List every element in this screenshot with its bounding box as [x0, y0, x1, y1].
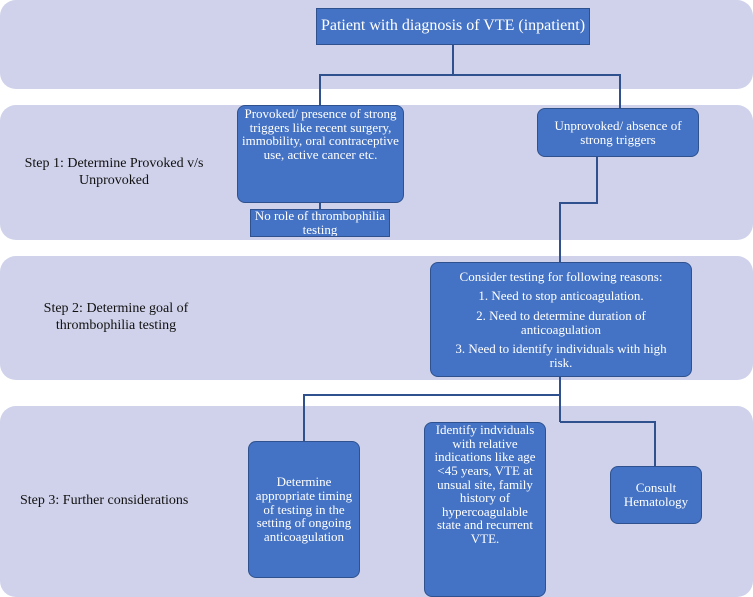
connector-unprovoked-consider [559, 157, 598, 262]
timing-box-text: Determine appropriate timing of testing … [255, 474, 353, 544]
identify-box-text: Identify indviduals with relative indica… [434, 422, 536, 547]
start-box: Patient with diagnosis of VTE (inpatient… [316, 8, 590, 45]
step3-label: Step 3: Further considerations [20, 493, 189, 508]
no-role-box-text: No role of thrombophilia testing [254, 209, 386, 237]
provoked-box: Provoked/ presence of strong triggers li… [237, 105, 404, 203]
unprovoked-box: Unprovoked/ absence of strong triggers [537, 108, 699, 157]
no-role-box: No role of thrombophilia testing [250, 209, 390, 237]
start-box-text: Patient with diagnosis of VTE (inpatient… [320, 17, 586, 35]
consider-reason-2: 2. Need to determine duration of anticoa… [476, 307, 646, 337]
consult-box-text: Consult Hematology [623, 480, 689, 509]
unprovoked-box-text: Unprovoked/ absence of strong triggers [554, 117, 682, 147]
connector-split-right [560, 421, 656, 466]
timing-box: Determine appropriate timing of testing … [248, 441, 360, 578]
consider-heading: Consider testing for following reasons: [459, 268, 663, 284]
step2-label: Step 2: Determine goal of thrombophilia … [43, 301, 189, 333]
connector-split-left [303, 394, 560, 441]
consult-box: Consult Hematology [610, 466, 702, 524]
consider-reason-3: 3. Need to identify individuals with hig… [455, 341, 667, 370]
connector-start-unprovoked [453, 74, 621, 108]
step1-label: Step 1: Determine Provoked v/s Unprovoke… [24, 156, 204, 188]
identify-box: Identify indviduals with relative indica… [424, 422, 546, 597]
consider-box: Consider testing for following reasons: … [430, 262, 692, 377]
connector-start-split [319, 45, 454, 105]
consider-reason-1: 1. Need to stop anticoagulation. [478, 288, 644, 304]
provoked-box-text: Provoked/ presence of strong triggers li… [242, 106, 399, 162]
